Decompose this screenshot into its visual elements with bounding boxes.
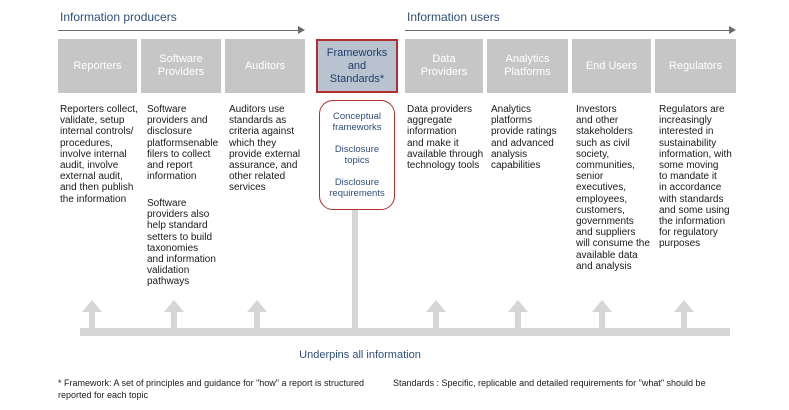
up-arrow-stem <box>515 310 521 330</box>
end-users-box: End Users <box>572 39 651 93</box>
disclosure-topics-item: Disclosure topics <box>334 143 380 166</box>
regulators-box-label: Regulators <box>668 59 723 72</box>
up-arrow-stem <box>254 310 260 330</box>
data-providers-box-label: Data Providers <box>420 53 468 78</box>
data-providers-box: Data Providers <box>405 39 483 93</box>
users-arrow-icon <box>729 26 736 34</box>
up-arrow-stem <box>89 310 95 330</box>
producers-line <box>58 30 299 31</box>
up-arrow-stem <box>681 310 687 330</box>
regulators-box: Regulators <box>655 39 736 93</box>
up-arrow-head-icon <box>426 300 446 312</box>
analytics-description: Analytics platforms provide ratings and … <box>491 104 557 172</box>
data-providers-description: Data providers aggregate information and… <box>407 104 484 172</box>
end-users-box-label: End Users <box>585 59 638 72</box>
auditors-box: Auditors <box>225 39 305 93</box>
up-arrow-head-icon <box>592 300 612 312</box>
regulators-description: Regulators are increasingly interested i… <box>659 104 732 250</box>
up-arrow-stem <box>171 310 177 330</box>
users-line <box>405 30 730 31</box>
disclosure-requirements-item: Disclosure requirements <box>329 177 385 200</box>
up-arrow-stem <box>433 310 439 330</box>
footnote-framework-continued: reported for each topic <box>58 390 149 400</box>
reporters-box: Reporters <box>58 39 137 93</box>
auditors-box-label: Auditors <box>244 59 286 72</box>
users-label: Information users <box>407 10 500 24</box>
frameworks-standards-box-label: Frameworks and Standards* <box>326 46 388 85</box>
up-arrow-head-icon <box>674 300 694 312</box>
producers-arrow-icon <box>298 26 305 34</box>
up-arrow-head-icon <box>82 300 102 312</box>
up-arrow-head-icon <box>164 300 184 312</box>
framework-components-pill: Conceptual frameworks Disclosure topics … <box>319 100 395 210</box>
software-providers-box: Software Providers <box>141 39 221 93</box>
underpins-label: Underpins all information <box>299 349 421 361</box>
auditors-description: Auditors use standards as criteria again… <box>229 104 301 194</box>
analytics-platforms-box: Analytics Platforms <box>487 39 568 93</box>
software-description: Software providers and disclosure platfo… <box>147 104 219 183</box>
producers-label: Information producers <box>60 10 177 24</box>
up-arrow-head-icon <box>247 300 267 312</box>
reporters-box-label: Reporters <box>73 59 122 72</box>
analytics-platforms-box-label: Analytics Platforms <box>504 53 551 78</box>
software-providers-box-label: Software Providers <box>157 53 205 78</box>
end-users-description: Investors and other stakeholders such as… <box>576 104 650 272</box>
footnote-standards: Standards : Specific, replicable and det… <box>393 378 706 388</box>
up-arrow-stem <box>599 310 605 330</box>
software-description-extra: Software providers also help standard se… <box>147 198 216 288</box>
conceptual-frameworks-item: Conceptual frameworks <box>332 110 382 133</box>
footnote-framework: * Framework: A set of principles and gui… <box>58 378 365 388</box>
frameworks-standards-box: Frameworks and Standards* <box>316 39 398 93</box>
up-arrow-head-icon <box>508 300 528 312</box>
reporters-description: Reporters collect, validate, setup inter… <box>60 104 138 205</box>
